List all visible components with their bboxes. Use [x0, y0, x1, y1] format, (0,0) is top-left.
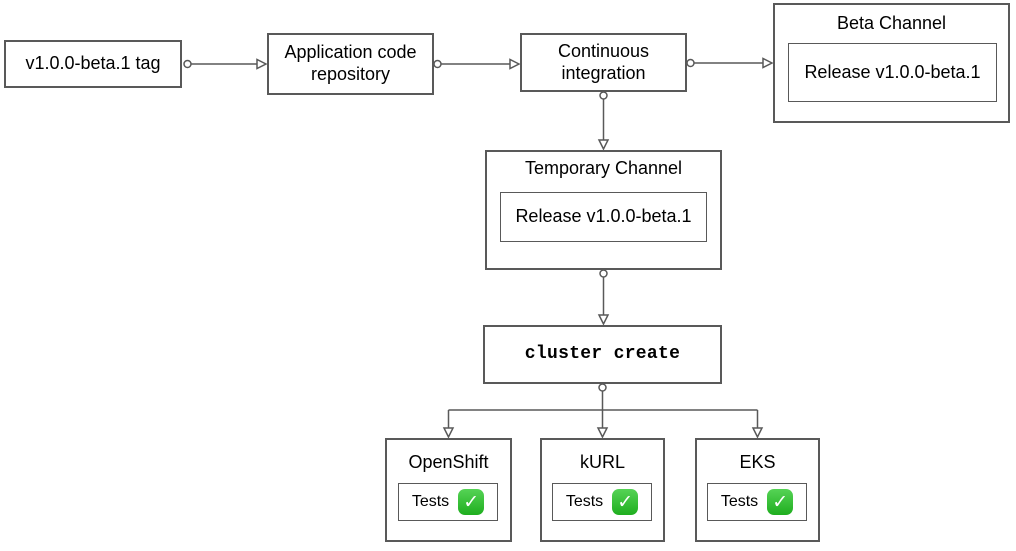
node-beta-channel-label: Beta Channel — [836, 13, 947, 33]
node-cluster-create-label: cluster create — [524, 343, 681, 364]
check-icon: ✓ — [612, 489, 639, 515]
node-temporary-release-label: Release v1.0.0-beta.1 — [515, 206, 692, 227]
edge-temp-channel-cluster-create — [597, 269, 610, 326]
node-beta-release: Release v1.0.0-beta.1 — [788, 43, 997, 102]
openshift-tests-label: Tests — [411, 493, 450, 511]
kurl-tests-box: Tests ✓ — [552, 483, 652, 521]
node-cluster-create: cluster create — [483, 325, 722, 384]
node-kurl-label: kURL — [579, 452, 625, 472]
check-icon: ✓ — [458, 489, 485, 515]
check-icon: ✓ — [767, 489, 794, 515]
edge-tag-repo — [183, 58, 268, 70]
eks-tests-label: Tests — [720, 493, 759, 511]
node-temporary-channel-label: Temporary Channel — [524, 158, 683, 178]
node-openshift: OpenShift Tests ✓ — [385, 438, 512, 542]
kurl-tests-label: Tests — [565, 493, 604, 511]
node-openshift-label: OpenShift — [408, 452, 489, 472]
edge-ci-temp-channel — [597, 91, 610, 151]
node-eks: EKS Tests ✓ — [695, 438, 820, 542]
node-version-tag-label: v1.0.0-beta.1 tag — [25, 53, 161, 74]
eks-tests-box: Tests ✓ — [707, 483, 807, 521]
node-beta-release-label: Release v1.0.0-beta.1 — [804, 61, 981, 82]
edge-cluster-create-targets — [442, 383, 764, 439]
node-kurl: kURL Tests ✓ — [540, 438, 665, 542]
node-temporary-channel: Temporary Channel Release v1.0.0-beta.1 — [485, 150, 722, 270]
node-version-tag: v1.0.0-beta.1 tag — [4, 40, 182, 88]
openshift-tests-box: Tests ✓ — [398, 483, 498, 521]
edge-ci-beta-channel — [686, 57, 774, 69]
node-continuous-integration-label: Continuous integration — [557, 40, 650, 83]
node-eks-label: EKS — [739, 452, 776, 472]
node-app-code-repository: Application code repository — [267, 33, 434, 95]
node-beta-channel: Beta Channel Release v1.0.0-beta.1 — [773, 3, 1010, 123]
node-continuous-integration: Continuous integration — [520, 33, 687, 92]
edge-repo-ci — [433, 58, 521, 70]
node-temporary-release: Release v1.0.0-beta.1 — [500, 192, 707, 242]
node-app-code-repository-label: Application code repository — [284, 42, 417, 84]
